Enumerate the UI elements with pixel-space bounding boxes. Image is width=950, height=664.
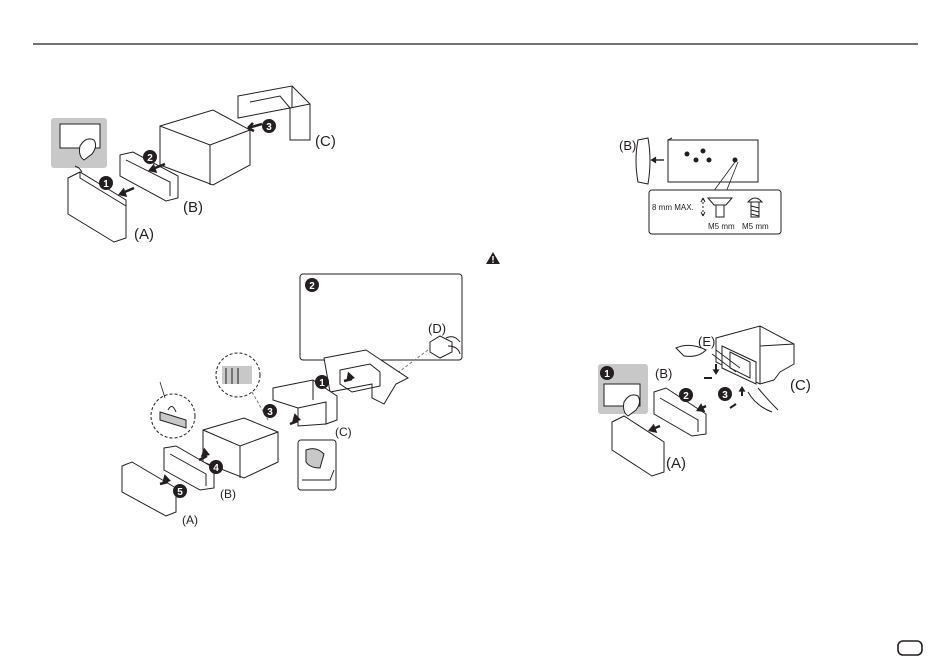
side-panel [668,140,758,182]
install-step-2-badge: 2 [305,278,319,292]
key-removal-diagram [598,326,794,476]
label-b: (B) [183,199,203,216]
svg-text:2: 2 [147,153,153,164]
language-page-badge [898,641,922,655]
svg-text:5: 5 [177,487,183,498]
screw-m5-left: M5 mm [708,222,735,231]
svg-text:2: 2 [683,391,689,402]
key-step-2-badge: 2 [679,388,693,402]
step-2-badge: 2 [143,150,157,164]
removal-diagram [51,86,310,242]
svg-text:1: 1 [319,378,325,389]
screw-mount-diagram [636,138,781,234]
mounting-sleeve-c [273,380,337,424]
step-3-badge: 3 [262,119,276,133]
svg-text:4: 4 [213,463,219,474]
label-c-key: (C) [790,377,811,394]
key-step-1-badge: 1 [600,366,614,380]
release-button-callout [51,118,107,172]
tab-bend-hand-icon [306,449,324,468]
label-a: (A) [134,226,154,243]
install-step-4-badge: 4 [209,460,223,474]
label-a-key: (A) [666,455,686,472]
install-step-1-badge: 1 [315,375,329,389]
label-b-screw: (B) [619,138,636,153]
screw-max-length: 8 mm MAX. [652,203,694,212]
svg-text:3: 3 [267,407,273,418]
svg-text:3: 3 [266,122,272,133]
screw-m5-right: M5 mm [742,222,769,231]
label-c-install: (C) [335,425,352,439]
label-c: (C) [315,133,336,150]
svg-text:3: 3 [722,390,728,401]
install-step-5-badge: 5 [173,484,187,498]
label-b-install: (B) [220,487,236,501]
label-d: (D) [428,321,446,336]
label-e: (E) [698,334,715,349]
label-a-install: (A) [182,513,198,527]
step-1-badge: 1 [99,176,113,190]
key-step-3-badge: 3 [718,387,732,401]
svg-text:1: 1 [604,369,610,380]
sleeve-install-diagram [122,274,462,516]
svg-text:1: 1 [103,179,109,190]
faceplate [68,172,126,242]
warning-triangle-icon [486,252,500,264]
label-b-key: (B) [655,366,672,381]
svg-text:2: 2 [309,281,315,292]
faceplate-a-2 [612,416,664,476]
install-step-3-badge: 3 [263,404,277,418]
bracket-b [636,138,650,184]
